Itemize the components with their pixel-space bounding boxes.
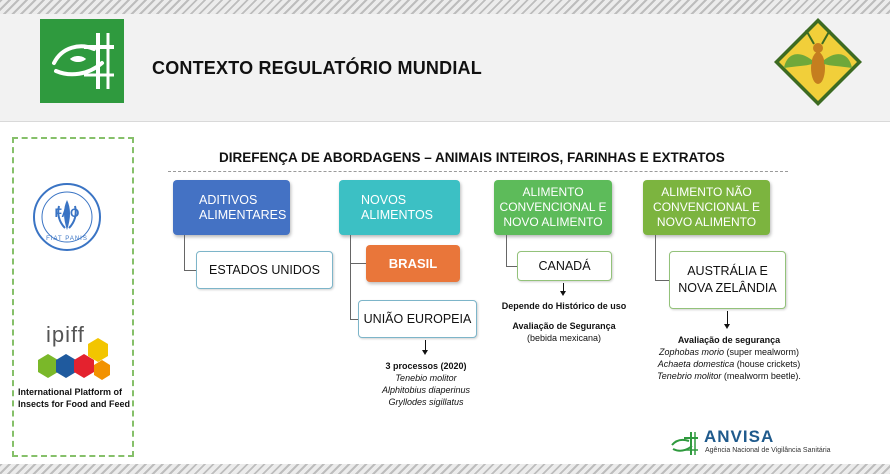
anvisa-logo-icon <box>40 19 124 103</box>
connector-novel <box>350 235 351 319</box>
arrow-canada-head <box>560 291 566 296</box>
arrow-eu-head <box>422 350 428 355</box>
note-australia: Avaliação de segurança Zophobas morio (s… <box>646 334 812 382</box>
category-novel-foods: NOVOS ALIMENTOS <box>339 180 460 235</box>
note-eu-species-2: Alphitobius diaperinus <box>381 385 471 395</box>
connector-novel-brasil <box>350 263 366 264</box>
ipiff-wordmark: ipiff <box>46 322 85 347</box>
note-australia-heading: Avaliação de segurança <box>677 335 781 345</box>
category-food-additives: ADITIVOS ALIMENTARES <box>173 180 290 235</box>
insect-badge-icon <box>774 18 862 106</box>
connector-conventional-h <box>506 266 517 267</box>
ipiff-caption: International Platform of Insects for Fo… <box>18 387 131 409</box>
note-eu-heading: 3 processos (2020) <box>385 361 467 371</box>
header-bar <box>0 14 890 122</box>
note-australia-species-3-common: (mealworm beetle). <box>721 371 801 381</box>
connector-non-conventional <box>655 235 656 280</box>
note-australia-species-1-common: (super mealworm) <box>724 347 800 357</box>
note-eu-species-3: Gryllodes sigillatus <box>388 397 464 407</box>
category-conventional-food: ALIMENTO CONVENCIONAL E NOVO ALIMENTO <box>494 180 612 235</box>
arrow-canada-line <box>563 283 564 291</box>
connector-novel-eu <box>350 319 358 320</box>
fao-logo-icon <box>33 183 101 251</box>
node-australia-new-zealand: AUSTRÁLIA E NOVA ZELÂNDIA <box>669 251 786 309</box>
category-non-conventional-food: ALIMENTO NÃO CONVENCIONAL E NOVO ALIMENT… <box>643 180 770 235</box>
fao-lettering: FAO <box>54 206 80 220</box>
note-australia-species-2-name: Achaeta domestica <box>657 359 735 369</box>
node-european-union: UNIÃO EUROPEIA <box>358 300 477 338</box>
footer-anvisa-subtitle: Agência Nacional de Vigilância Sanitária <box>705 447 831 454</box>
note-canada-line-3: (bebida mexicana) <box>526 333 602 343</box>
node-brasil: BRASIL <box>366 245 460 282</box>
note-australia-species-1-name: Zophobas morio <box>658 347 725 357</box>
note-canada: Depende do Histórico de uso Avaliação de… <box>486 300 642 344</box>
connector-additives <box>184 235 185 270</box>
organizations-panel <box>12 137 134 457</box>
note-canada-line-2: Avaliação de Segurança <box>512 321 616 331</box>
node-canada: CANADÁ <box>517 251 612 281</box>
connector-non-conventional-h <box>655 280 669 281</box>
footer-anvisa-name: ANVISA <box>704 427 775 446</box>
diagram-subtitle: DIREFENÇA DE ABORDAGENS – ANIMAIS INTEIR… <box>219 150 725 165</box>
ipiff-hexagon-logo-icon <box>38 338 110 380</box>
node-united-states: ESTADOS UNIDOS <box>196 251 333 289</box>
note-australia-species-2-common: (house crickets) <box>734 359 801 369</box>
subtitle-underline <box>168 171 788 172</box>
note-eu: 3 processos (2020) Tenebio molitor Alphi… <box>350 360 502 408</box>
connector-conventional <box>506 235 507 266</box>
arrow-eu-line <box>425 340 426 350</box>
note-canada-line-1: Depende do Histórico de uso <box>501 301 627 311</box>
note-australia-species-3-name: Tenebrio molitor <box>657 371 722 381</box>
fao-motto: FIAT PANIS <box>46 236 88 242</box>
top-hatch-band <box>0 0 890 14</box>
anvisa-small-logo-icon <box>671 432 698 455</box>
bottom-hatch-band <box>0 464 890 474</box>
arrow-australia-line <box>727 311 728 324</box>
note-eu-species-1: Tenebio molitor <box>395 373 457 383</box>
arrow-australia-head <box>724 324 730 329</box>
connector-additives-h <box>184 270 196 271</box>
page-title: CONTEXTO REGULATÓRIO MUNDIAL <box>152 58 482 78</box>
